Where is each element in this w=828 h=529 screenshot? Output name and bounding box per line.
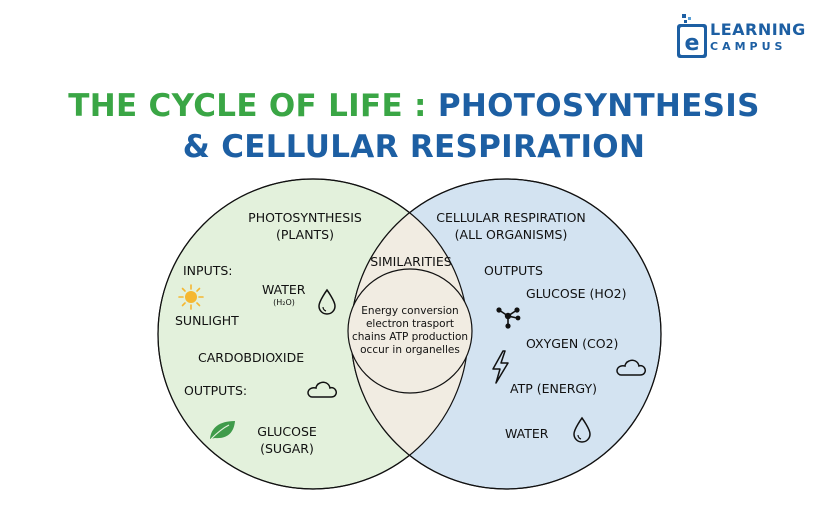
logo-mark-icon: e — [677, 14, 707, 58]
title-part-green: THE CYCLE OF LIFE : — [68, 88, 438, 124]
oxygen-label: OXYGEN (CO2) — [526, 336, 619, 351]
atp-label: ATP (ENERGY) — [510, 381, 598, 396]
molecule-icon — [496, 307, 521, 329]
cloud-icon — [307, 381, 337, 398]
sugar-label: (SUGAR) — [260, 441, 314, 456]
respiration-heading: CELLULAR RESPIRATION — [436, 210, 586, 225]
similarities-line: Energy conversion — [361, 305, 459, 317]
water-drop-icon — [318, 288, 336, 315]
page-title-line2: & CELLULAR RESPIRATION — [182, 129, 646, 165]
logo-letter: e — [685, 31, 700, 56]
title-part-blue: PHOTOSYNTHESIS — [437, 88, 760, 124]
respiration-subheading: (ALL ORGANISMS) — [454, 227, 568, 242]
sunlight-label: SUNLIGHT — [175, 313, 239, 328]
similarities-line: chains ATP production — [351, 331, 469, 343]
glucose-ho2-label: GLUCOSE (HO2) — [526, 286, 627, 301]
glucose-label: GLUCOSE — [257, 424, 317, 439]
similarities-heading: SIMILARITIES — [370, 254, 452, 269]
water-label: WATER — [262, 282, 306, 297]
brand-logo[interactable]: e LEARNING CAMPUS — [672, 12, 812, 62]
page-title-line1: THE CYCLE OF LIFE : PHOTOSYNTHESIS — [0, 86, 828, 126]
sun-icon — [178, 284, 204, 310]
outputs-label-right: OUTPUTS — [484, 263, 543, 278]
leaf-icon — [210, 421, 235, 440]
similarities-line: occur in organelles — [360, 344, 460, 356]
lightning-icon — [492, 350, 509, 384]
photosynthesis-heading: PHOTOSYNTHESIS — [248, 210, 362, 225]
logo-word-campus: CAMPUS — [710, 40, 787, 53]
water-label-right: WATER — [505, 426, 549, 441]
water-drop-icon — [573, 416, 591, 443]
logo-word-learning: LEARNING — [710, 20, 806, 39]
co2-label: CARDOBDIOXIDE — [198, 350, 305, 365]
similarities-line: electron trasport — [365, 318, 455, 330]
similarities-circle — [347, 268, 473, 394]
similarities-body: Energy conversion electron trasport chai… — [343, 305, 477, 357]
cloud-icon — [616, 359, 646, 376]
outputs-label-left: OUTPUTS: — [184, 383, 248, 398]
photosynthesis-subheading: (PLANTS) — [275, 227, 334, 242]
water-formula: (H₂O) — [273, 298, 295, 307]
inputs-label: INPUTS: — [183, 263, 233, 278]
overlap-region — [351, 179, 468, 489]
